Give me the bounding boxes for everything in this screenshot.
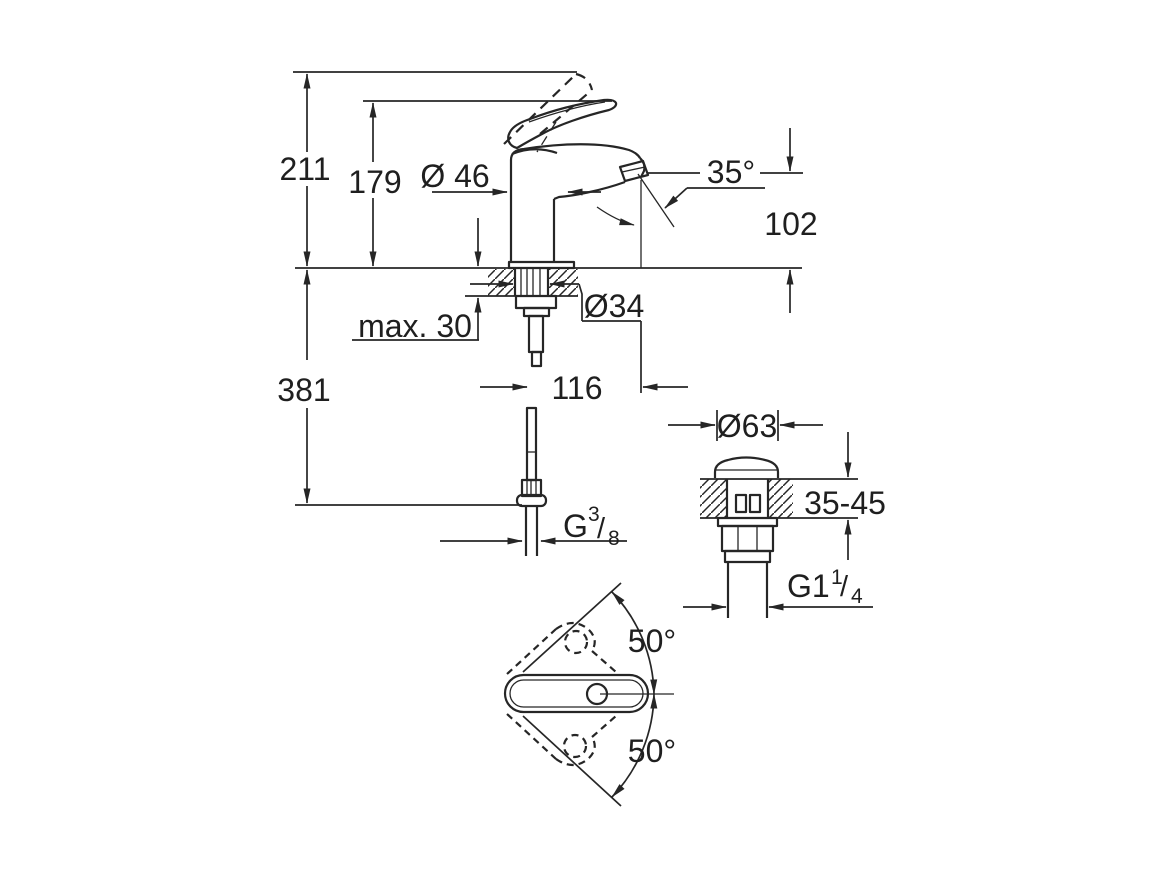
- supply-connection: [515, 406, 548, 556]
- dim-spout-outlet-height: 102: [764, 206, 817, 242]
- mounting-stud: [527, 314, 545, 354]
- dim-supply-thread-numerator: 3: [588, 503, 600, 526]
- arc-lower-50: [611, 693, 658, 798]
- arc-upper-50: [611, 591, 658, 695]
- handle-swung-lower: [506, 713, 617, 767]
- deck-hatch-left: [488, 269, 515, 296]
- dim-height-to-lever: 179: [348, 164, 401, 200]
- handle-swung-upper: [506, 621, 617, 675]
- drain-side-hole: [748, 493, 762, 514]
- supply-nut: [515, 493, 548, 508]
- dim-body-diameter: Ø 46: [420, 158, 489, 194]
- dim-depth-below-deck: 381: [277, 372, 330, 408]
- deck-hatch-right: [548, 269, 578, 296]
- aerator: [618, 159, 650, 183]
- drain-locknut: [720, 524, 775, 553]
- drain-deck-hatch-right: [768, 479, 793, 518]
- drain-washer: [716, 516, 779, 528]
- dim-supply-thread-denominator: 8: [608, 527, 620, 550]
- handle-top-view: [503, 582, 674, 807]
- lever-open-dashed: [503, 72, 594, 145]
- dim-supply-thread-slash: /: [597, 513, 606, 545]
- drain-deck-hatch-left: [700, 479, 727, 518]
- dimension-lines: [293, 71, 873, 611]
- lever-closed: [507, 98, 618, 150]
- ray-lower-50: [522, 715, 622, 807]
- dim-swing-angle-upper: 50°: [628, 623, 676, 659]
- dim-shank-diameter: Ø34: [584, 288, 644, 324]
- dim-waste-thread-g: G1: [787, 568, 830, 604]
- dim-spout-angle: 35°: [707, 154, 755, 190]
- swivel-arc: [596, 206, 635, 226]
- dim-spout-reach: 116: [551, 370, 602, 406]
- dim-supply-thread-g: G: [563, 508, 588, 544]
- ray-upper-50: [522, 582, 622, 673]
- drain-fitting-view: [700, 456, 858, 618]
- dim-waste-thread-slash: /: [840, 571, 849, 603]
- dim-deck-thickness-range: 35-45: [804, 485, 886, 521]
- dim-max-deck-thickness: max. 30: [358, 308, 472, 344]
- faucet-side-view: [503, 72, 675, 270]
- supply-pipe: [525, 406, 538, 482]
- stream-direction-line: [637, 173, 675, 228]
- dim-waste-thread-denominator: 4: [851, 585, 863, 608]
- labels: 211 179 Ø 46 35° 102 max. 30 Ø34 381 116…: [277, 151, 886, 769]
- drain-side-hole: [734, 493, 748, 514]
- dim-waste-thread-numerator: 1: [831, 566, 843, 589]
- mounting-flange: [514, 294, 558, 310]
- dim-height-overall: 211: [279, 151, 330, 187]
- dim-drain-cap-diameter: Ø63: [717, 408, 777, 444]
- dim-swing-angle-lower: 50°: [628, 733, 676, 769]
- drain-cap: [713, 456, 780, 478]
- threaded-shank: [513, 269, 550, 296]
